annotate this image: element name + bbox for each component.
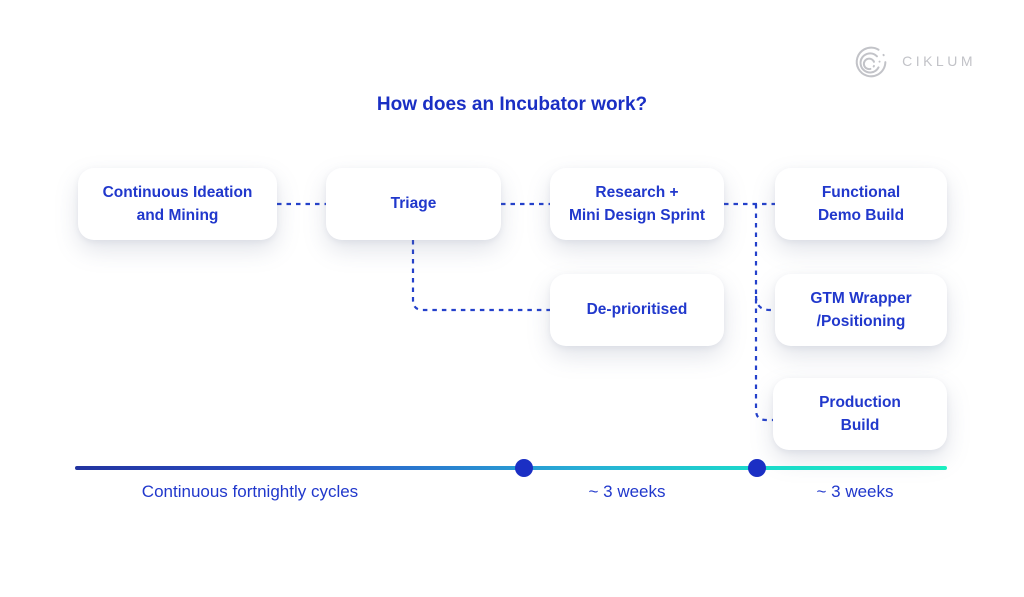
connector-triage-to-deprioritised bbox=[411, 240, 550, 312]
timeline-label-3-weeks-2: ~ 3 weeks bbox=[816, 482, 894, 501]
box-functional-demo-build: Functional Demo Build bbox=[775, 168, 947, 240]
box-continuous-ideation-and-mining: Continuous Ideation and Mining bbox=[78, 168, 277, 240]
timeline-label-3-weeks-1: ~ 3 weeks bbox=[588, 482, 666, 501]
box-de-prioritised: De-prioritised bbox=[550, 274, 724, 346]
ciklum-logo-text: CIKLUM bbox=[902, 53, 976, 69]
ciklum-logo-icon bbox=[855, 46, 887, 78]
timeline-dot-2 bbox=[748, 459, 766, 477]
connector-to-gtm-wrapper bbox=[754, 295, 775, 312]
connector-to-production-build bbox=[754, 204, 773, 422]
box-production-build: Production Build bbox=[773, 378, 947, 450]
box-gtm-wrapper-positioning: GTM Wrapper /Positioning bbox=[775, 274, 947, 346]
timeline-dot-1 bbox=[515, 459, 533, 477]
box-triage: Triage bbox=[326, 168, 501, 240]
box-research-mini-design-sprint: Research + Mini Design Sprint bbox=[550, 168, 724, 240]
timeline-label-continuous-cycles: Continuous fortnightly cycles bbox=[141, 482, 359, 501]
page-title: How does an Incubator work? bbox=[376, 94, 648, 115]
ciklum-logo: CIKLUM bbox=[851, 40, 976, 82]
timeline-gradient-line bbox=[75, 466, 947, 470]
